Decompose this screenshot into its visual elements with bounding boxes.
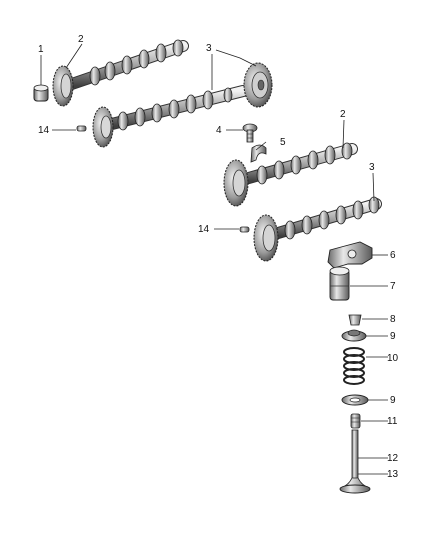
cam-sprocket-right-upper xyxy=(223,159,249,207)
callout-6: 6 xyxy=(390,250,396,261)
camshaft-right-lower xyxy=(262,196,382,242)
callout-2-right: 2 xyxy=(340,109,346,120)
cam-sprocket-right-lower xyxy=(253,214,279,262)
cam-phaser-gear xyxy=(243,62,273,108)
callouts: 1 2 3 3 14 4 5 2 3 14 6 7 8 9 10 9 11 12… xyxy=(38,34,399,480)
camshaft-right-upper xyxy=(232,142,358,187)
callout-13: 13 xyxy=(387,469,399,480)
spring-seat-9-lower xyxy=(341,394,369,406)
callout-11: 11 xyxy=(387,416,398,427)
callout-2-upper-left: 2 xyxy=(78,34,84,45)
callout-5: 5 xyxy=(280,137,286,148)
callout-8: 8 xyxy=(390,314,396,325)
callout-4: 4 xyxy=(216,125,222,136)
cam-sprocket-upper-left xyxy=(52,65,74,107)
bracket-5 xyxy=(250,144,267,163)
callout-3-phaser: 3 xyxy=(206,43,212,54)
callout-12: 12 xyxy=(387,453,399,464)
rocker-arm-6 xyxy=(327,241,373,269)
leader-lines xyxy=(40,43,388,475)
callout-9-upper: 9 xyxy=(390,331,396,342)
callout-14-lower: 14 xyxy=(198,224,210,235)
cam-sprocket-middle-left xyxy=(92,106,114,148)
callout-1: 1 xyxy=(38,44,44,55)
callout-9-lower: 9 xyxy=(390,395,396,406)
callout-7: 7 xyxy=(390,281,396,292)
valve-spring-10 xyxy=(343,347,365,385)
bolt-4 xyxy=(242,123,258,143)
callout-3-right: 3 xyxy=(369,162,375,173)
callout-10: 10 xyxy=(387,353,399,364)
valve-stem-seal-11 xyxy=(350,413,361,429)
locating-pin-14-upper xyxy=(76,125,87,132)
camshaft-upper-left xyxy=(60,39,189,92)
valve-12-13 xyxy=(339,429,371,494)
locating-pin-14-lower xyxy=(239,226,250,233)
callout-14-upper: 14 xyxy=(38,125,50,136)
valve-keeper-8 xyxy=(348,314,362,326)
camshaft-middle-left xyxy=(98,85,249,132)
plug-cap-1 xyxy=(33,84,49,102)
spring-retainer-9-upper xyxy=(341,329,367,342)
lash-adjuster-7 xyxy=(329,266,350,301)
